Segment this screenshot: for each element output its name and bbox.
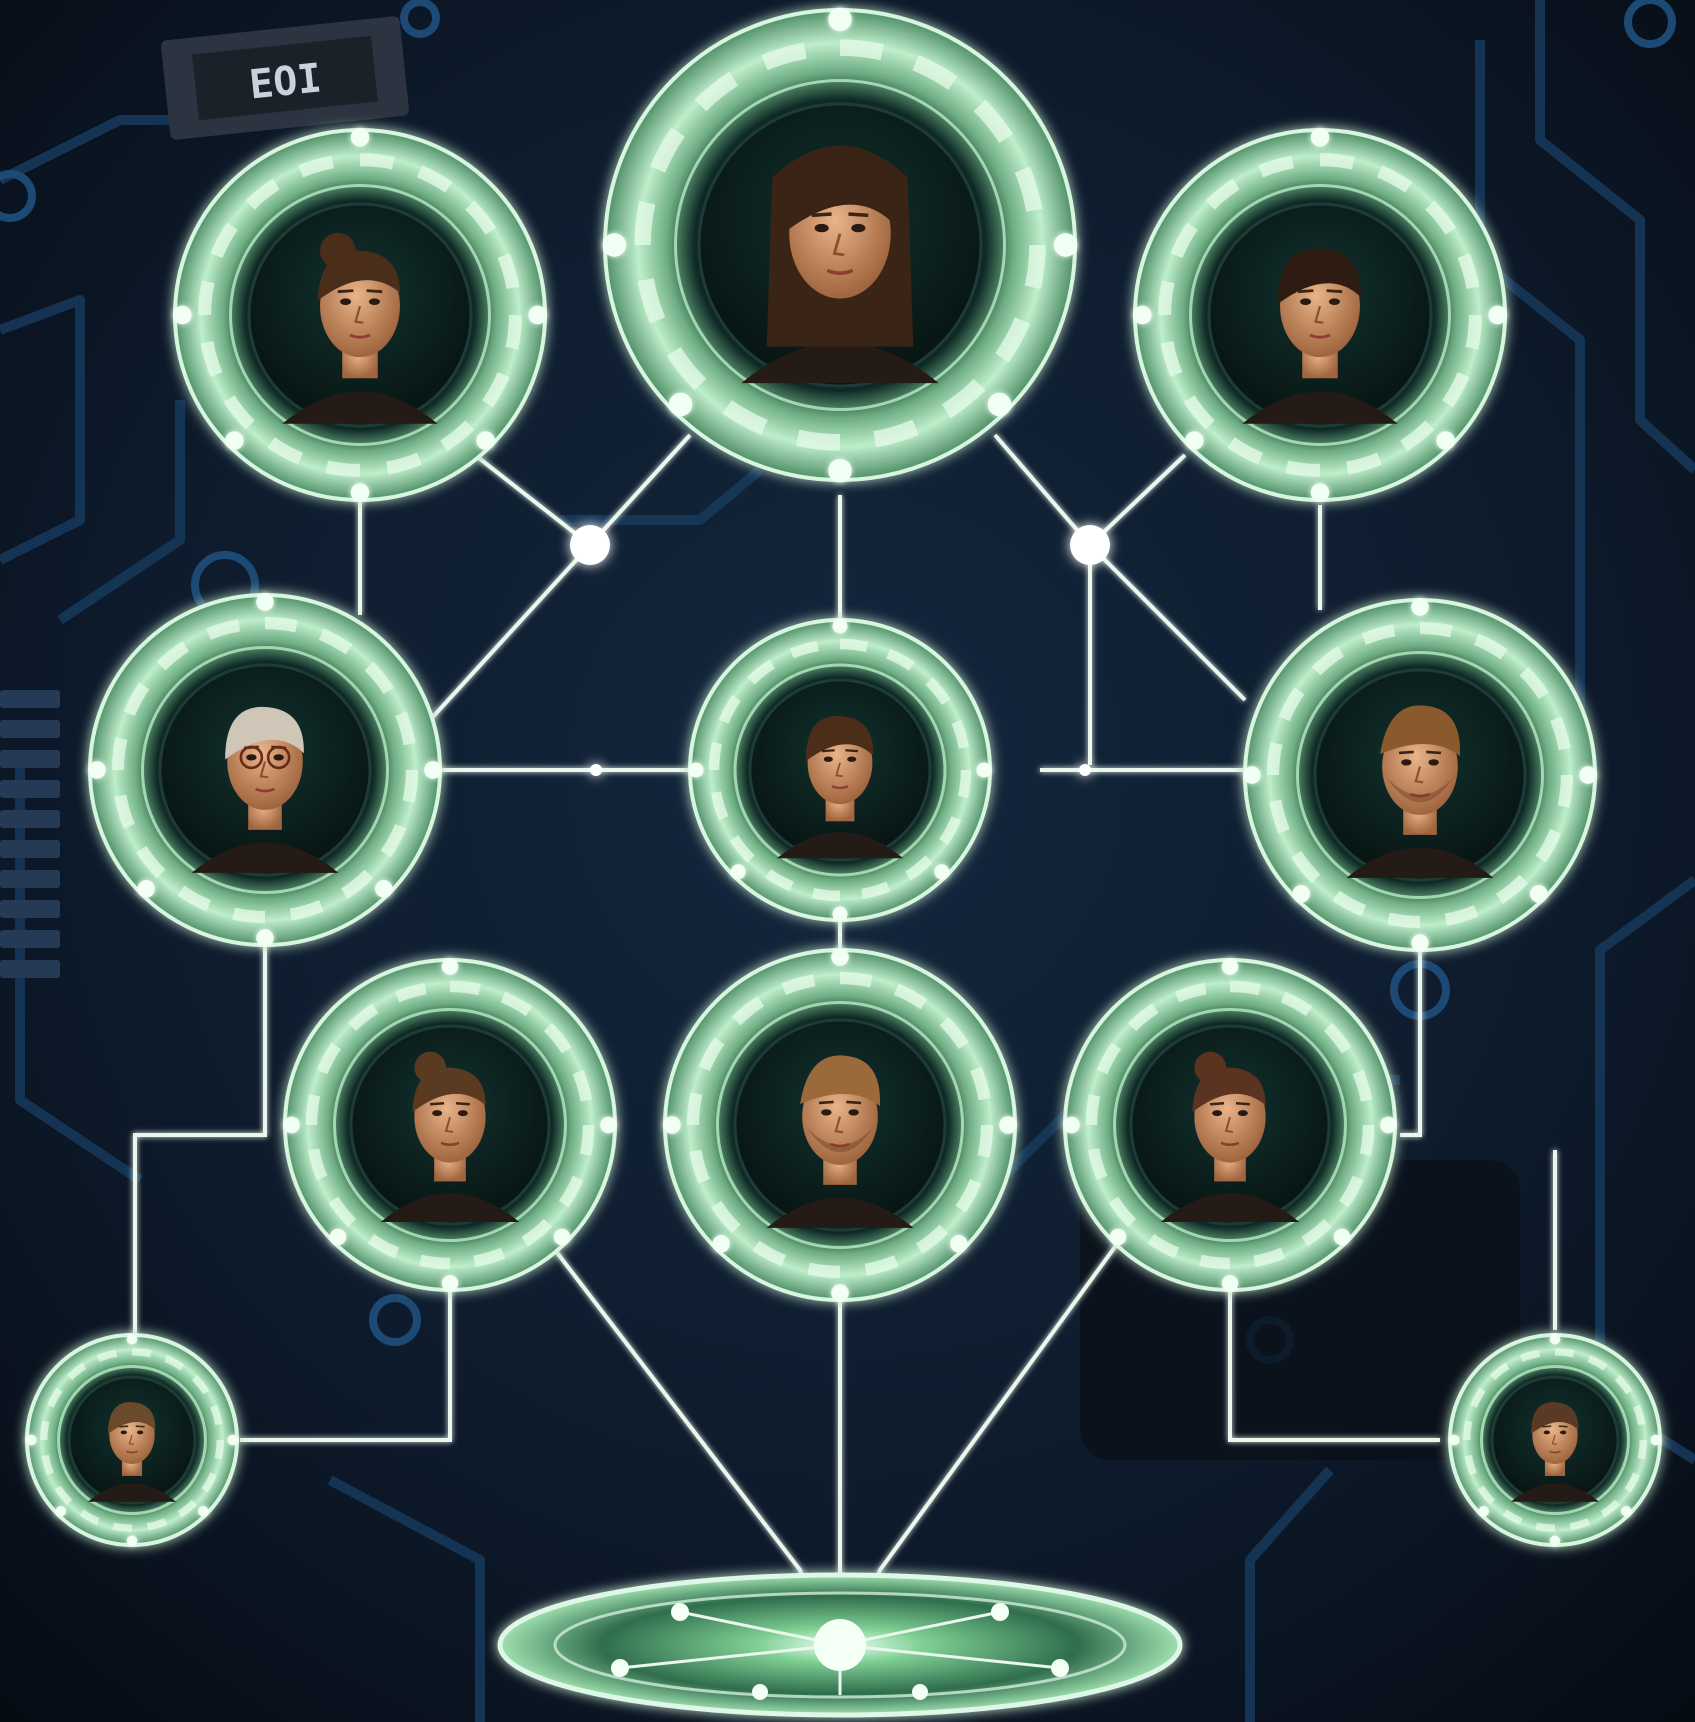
woman-short-hair-portrait (1242, 248, 1398, 424)
bearded-man-portrait (1346, 705, 1494, 878)
ring-segments (40, 1348, 224, 1532)
root-platform (497, 1572, 1183, 1718)
node-low-right (1063, 958, 1397, 1292)
node-low-center (663, 948, 1017, 1302)
woman-long-hair-portrait (741, 145, 939, 384)
ring-segments (1266, 621, 1574, 929)
ring-segments (305, 980, 595, 1270)
woman-updo-portrait (1160, 1051, 1300, 1223)
ring-segments (686, 971, 994, 1279)
link-junctions (570, 525, 1110, 776)
ring-segments (634, 39, 1046, 451)
child-portrait (1510, 1402, 1600, 1502)
node-low-left (283, 958, 617, 1292)
young-woman-portrait (777, 715, 903, 859)
node-top-right (1133, 128, 1507, 502)
ring-segments (1158, 153, 1482, 477)
young-man-portrait (766, 1055, 914, 1228)
node-mid-center (688, 618, 992, 922)
ring-segments (111, 616, 419, 924)
child-portrait (87, 1402, 177, 1502)
node-top-left (173, 128, 547, 502)
woman-hair-tied-back-portrait (282, 232, 438, 424)
node-mid-right (1243, 598, 1597, 952)
ring-segments (1463, 1348, 1647, 1532)
young-woman-bun-portrait (380, 1051, 520, 1223)
node-bottom-right (1448, 1333, 1662, 1547)
node-top-center (602, 7, 1078, 483)
ring-segments (198, 153, 522, 477)
node-mid-left (88, 593, 442, 947)
node-bottom-left (25, 1333, 239, 1547)
older-woman-glasses-portrait (191, 706, 339, 873)
ring-segments (1085, 980, 1375, 1270)
resistor-label: EOI (247, 55, 324, 108)
chip-pins-left (0, 690, 60, 978)
ring-segments (708, 638, 972, 902)
resistor-component: EOI (161, 16, 409, 140)
portrait-nodes (25, 7, 1662, 1547)
